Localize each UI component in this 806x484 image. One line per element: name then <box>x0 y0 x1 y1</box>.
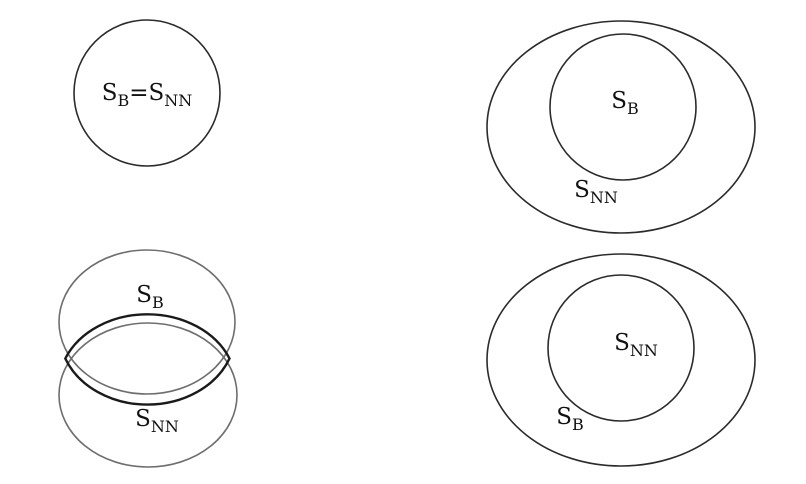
panel-equal-sets: SB=SNN <box>73 19 221 167</box>
b-outer-ellipse <box>486 253 756 467</box>
panel-b-subset-of-nn: SB SNN <box>486 20 756 234</box>
equal-sets-label: SB=SNN <box>102 80 193 110</box>
b-top-label: SB <box>136 282 164 312</box>
nn-bottom-ellipse <box>58 322 238 468</box>
panel-overlapping-sets: SB SNN <box>58 249 238 468</box>
nn-inner-circle <box>547 274 695 422</box>
overlap-region-outline <box>63 313 231 406</box>
b-inner-circle <box>549 33 697 181</box>
b-outer-label: SB <box>556 404 584 434</box>
equal-sets-circle <box>73 19 221 167</box>
nn-inner-label: SNN <box>614 330 658 360</box>
panel-nn-subset-of-b: SNN SB <box>486 253 756 467</box>
nn-outer-ellipse <box>486 20 756 234</box>
nn-outer-label: SNN <box>574 177 618 207</box>
nn-bottom-label: SNN <box>135 406 179 436</box>
b-inner-label: SB <box>611 88 639 118</box>
b-top-ellipse <box>58 249 236 395</box>
